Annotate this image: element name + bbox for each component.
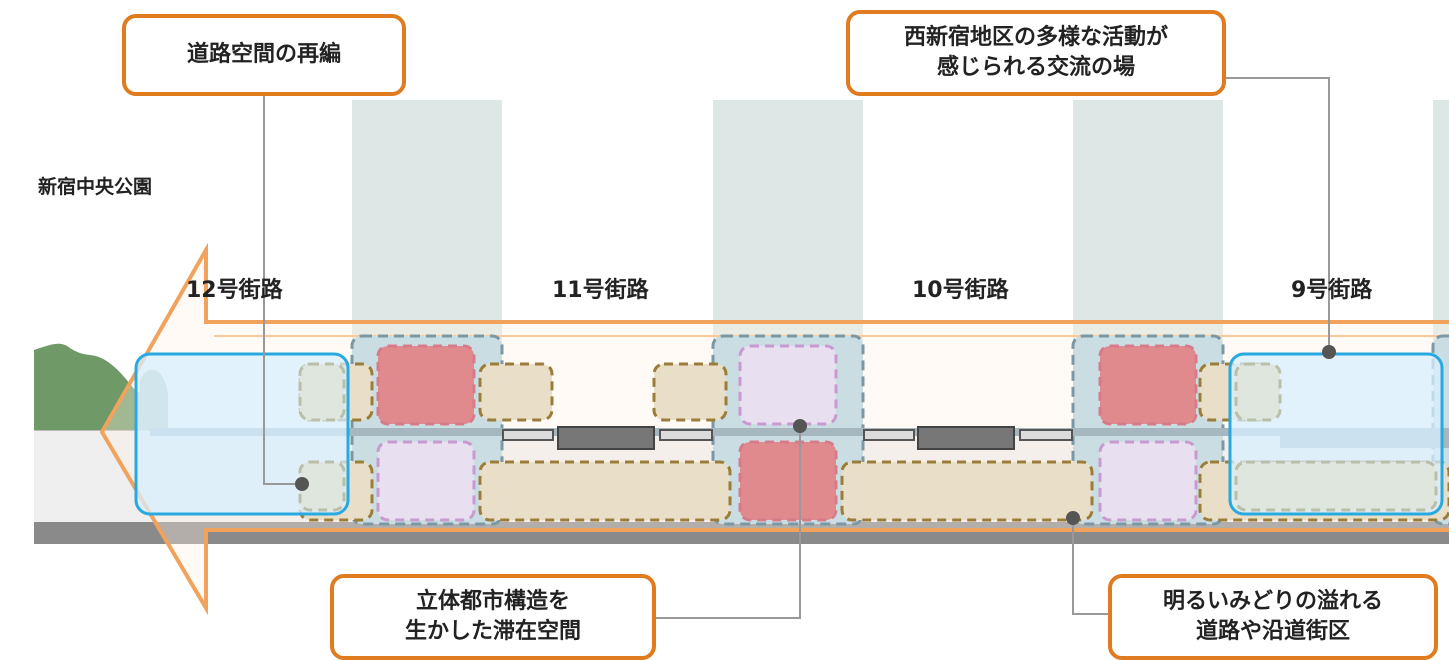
- street-label-12: 12号街路: [186, 278, 283, 303]
- plaza-small: [652, 362, 728, 422]
- deck-segment: [659, 429, 713, 441]
- leader-road-space: [263, 94, 300, 485]
- building-red: [376, 344, 476, 426]
- plaza-faded: [1234, 460, 1438, 512]
- deck-segment: [502, 429, 554, 441]
- deck-dark: [917, 426, 1015, 450]
- leader-exchange: [1226, 77, 1330, 352]
- plaza-long: [478, 460, 732, 522]
- leader-dot: [295, 477, 309, 491]
- building-purple: [1098, 440, 1198, 522]
- callout-exchange: 西新宿地区の多様な活動が 感じられる交流の場: [846, 10, 1226, 96]
- plaza-faded: [1234, 362, 1282, 422]
- park-hill: [34, 343, 150, 430]
- park-label: 新宿中央公園: [38, 176, 153, 198]
- highlight-box-left: [134, 352, 350, 516]
- callout-green: 明るいみどりの溢れる 道路や沿道街区: [1108, 574, 1438, 660]
- plaza-small: [478, 362, 554, 422]
- plaza-faded: [298, 362, 346, 422]
- callout-structure: 立体都市構造を 生かした滞在空間: [330, 574, 656, 660]
- plaza-long: [840, 460, 1094, 522]
- leader-structure: [654, 426, 801, 619]
- deck-segment: [863, 429, 915, 441]
- leader-dot: [1066, 511, 1080, 525]
- leader-green: [1072, 518, 1108, 615]
- building-red: [1098, 344, 1198, 426]
- road-surface: [34, 522, 1449, 544]
- street-label-9: 9号街路: [1291, 278, 1373, 303]
- deck-dark: [557, 426, 655, 450]
- street-label-10: 10号街路: [912, 278, 1009, 303]
- leader-dot: [793, 419, 807, 433]
- leader-dot: [1322, 345, 1336, 359]
- street-label-11: 11号街路: [552, 278, 649, 303]
- building-purple: [738, 344, 838, 426]
- building-purple: [376, 440, 476, 522]
- building-red: [738, 440, 838, 522]
- deck-segment: [1019, 429, 1073, 441]
- callout-road-space: 道路空間の再編: [122, 14, 406, 96]
